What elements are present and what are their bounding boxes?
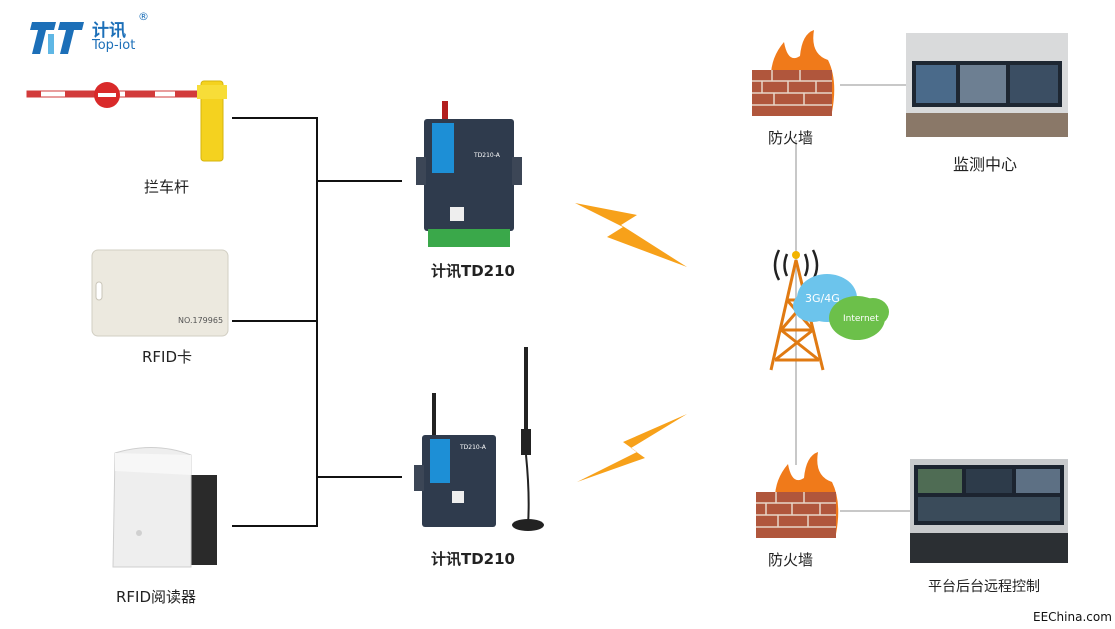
connector-router-bottom	[316, 476, 402, 478]
logo-brand-en: Top-iot	[92, 38, 136, 53]
connector-router-top	[316, 180, 402, 182]
router-device-icon-bottom	[414, 347, 544, 531]
rfid-reader-icon	[112, 446, 217, 568]
monitor-center-photo	[906, 33, 1068, 137]
firewall-icon-bottom	[756, 452, 839, 538]
cloud-internet-label: Internet	[843, 314, 879, 324]
brand-logo: 计讯 ® Top-iot	[30, 10, 160, 64]
rfid-reader-label: RFID阅读器	[116, 588, 197, 606]
router-device-icon	[416, 101, 522, 247]
router-model-bottom: TD210-A	[460, 444, 486, 451]
firewall-icon	[752, 30, 835, 116]
rfid-card-number: NO.179965	[178, 316, 224, 325]
connector-bus	[316, 117, 318, 527]
barrier-label: 拦车杆	[144, 178, 190, 196]
remote-platform-photo	[910, 459, 1068, 563]
connector-reader	[232, 525, 318, 527]
connector-barrier	[232, 117, 318, 119]
router-model-top: TD210-A	[474, 152, 500, 159]
rfid-card-icon	[91, 249, 229, 337]
link-platform	[840, 510, 912, 512]
registered-mark: ®	[138, 10, 149, 23]
cell-tower-icon	[769, 249, 889, 371]
firewall-top-label: 防火墙	[768, 129, 814, 147]
watermark: EEChina.com	[1033, 610, 1112, 624]
connector-card	[232, 320, 318, 322]
logo-brand-cn: 计讯	[92, 21, 126, 41]
firewall-bottom-label: 防火墙	[768, 551, 814, 569]
rfid-card-label: RFID卡	[142, 348, 193, 366]
wireless-bolt-icon	[575, 203, 687, 267]
remote-platform-label: 平台后台远程控制	[928, 579, 1040, 595]
top-iot-logo-icon	[30, 22, 84, 54]
barrier-gate-icon	[26, 80, 227, 162]
wireless-bolt-icon-bottom	[577, 414, 687, 482]
link-monitor	[840, 84, 908, 86]
cloud-3g-label: 3G/4G	[805, 292, 840, 305]
monitor-center-label: 监测中心	[953, 155, 1018, 174]
router-top-label: 计讯TD210	[431, 262, 515, 280]
router-bottom-label: 计讯TD210	[431, 550, 515, 568]
